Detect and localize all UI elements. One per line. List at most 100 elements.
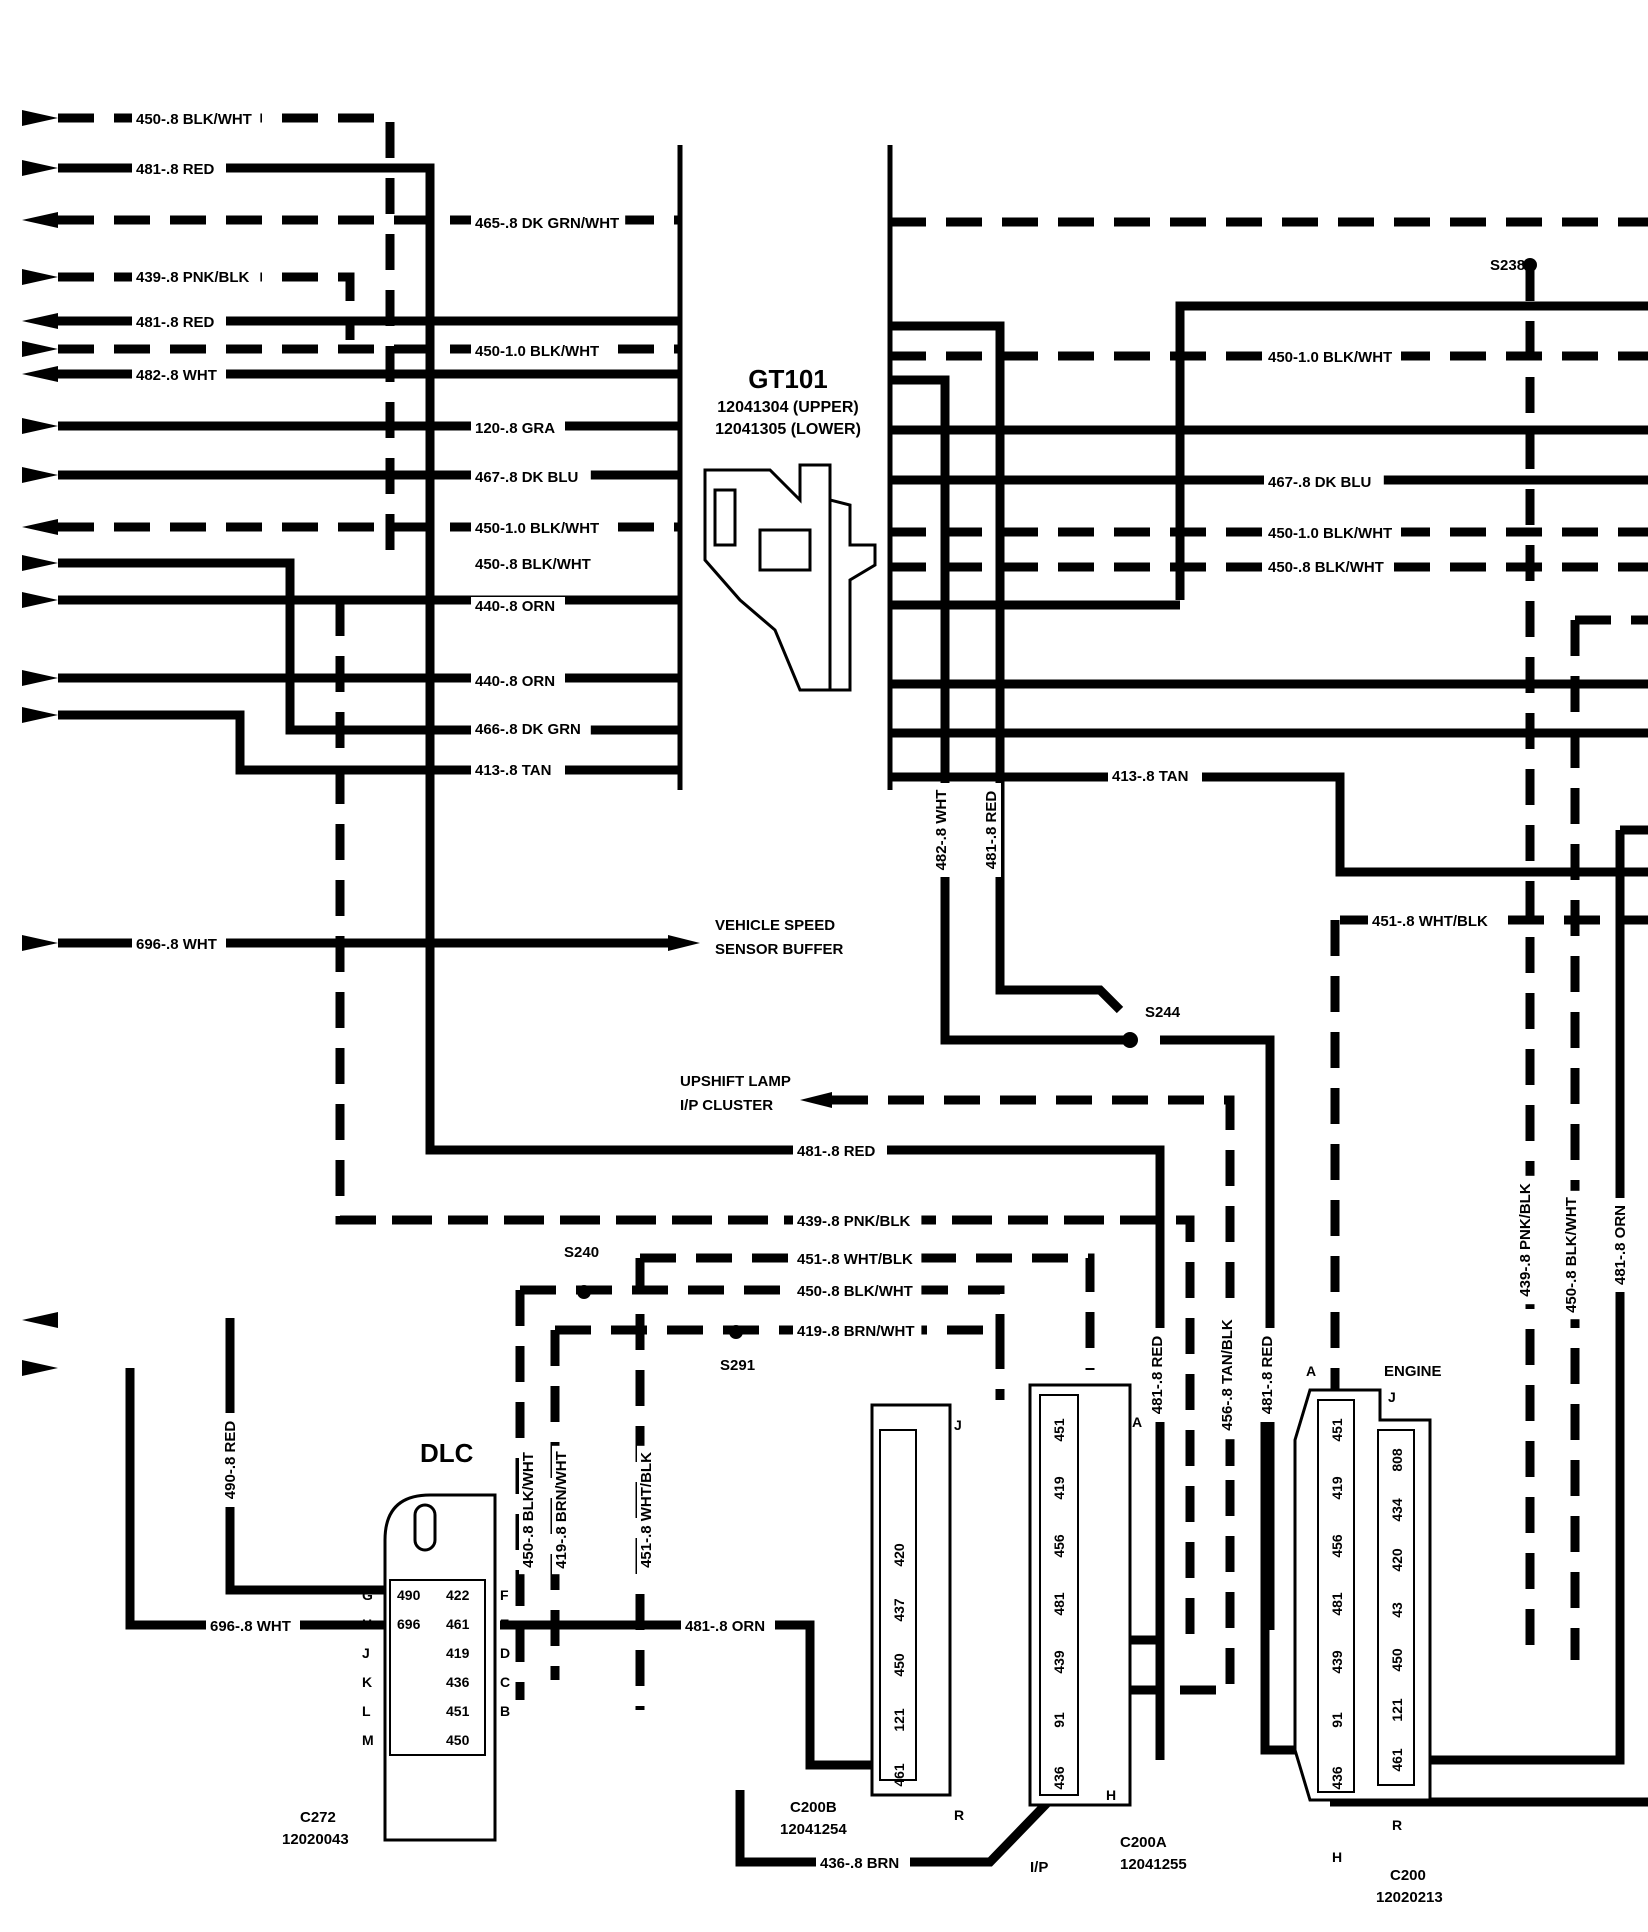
dlc-cavity: 451	[446, 1703, 470, 1719]
right-wire-label: 450-.8 BLK/WHT	[1264, 558, 1393, 577]
splice-label: S238	[1490, 257, 1525, 274]
svg-text:12020213: 12020213	[1376, 1889, 1443, 1906]
c200-right-cavity: 808	[1389, 1448, 1405, 1472]
svg-text:R: R	[1392, 1817, 1402, 1833]
left-wire-label: 481-.8 RED	[132, 313, 226, 332]
svg-text:J: J	[1388, 1389, 1396, 1405]
svg-text:696-.8 WHT: 696-.8 WHT	[210, 1618, 291, 1635]
c200a-top-letter: A	[1132, 1414, 1142, 1430]
svg-text:482-.8 WHT: 482-.8 WHT	[136, 367, 217, 384]
splice-dots	[577, 258, 1537, 1339]
svg-text:DLC: DLC	[420, 1438, 474, 1468]
c200b-cavity: 450	[891, 1653, 907, 1677]
svg-text:G: G	[362, 1587, 373, 1603]
svg-text:465-.8 DK GRN/WHT: 465-.8 DK GRN/WHT	[475, 215, 619, 232]
vertical-wire-label: 481-.8 RED	[1148, 1328, 1167, 1422]
svg-text:J: J	[954, 1417, 962, 1433]
gt101-lower: 12041305 (LOWER)	[715, 421, 861, 438]
svg-text:419-.8 BRN/WHT: 419-.8 BRN/WHT	[553, 1451, 570, 1569]
svg-text:413-.8 TAN: 413-.8 TAN	[475, 762, 551, 779]
vertical-wire-label: 490-.8 RED	[221, 1413, 240, 1507]
vss-buffer-1: VEHICLE SPEED	[715, 917, 835, 934]
c200-right-cavity: 450	[1389, 1648, 1405, 1672]
right-wire-label: 451-.8 WHT/BLK	[1368, 912, 1497, 931]
left-wire-label: 482-.8 WHT	[132, 366, 226, 385]
bottom-wire-label: 450-.8 BLK/WHT	[793, 1282, 922, 1301]
svg-text:451-.8 WHT/BLK: 451-.8 WHT/BLK	[797, 1251, 913, 1268]
svg-text:H: H	[362, 1616, 372, 1632]
svg-text:450-1.0 BLK/WHT: 450-1.0 BLK/WHT	[1268, 525, 1392, 542]
svg-text:451: 451	[446, 1703, 470, 1719]
vertical-wire-label: 481-.8 RED	[982, 783, 1001, 877]
right-wires	[890, 217, 1648, 1807]
svg-text:C: C	[500, 1674, 510, 1690]
gt101-name: GT101	[748, 364, 828, 394]
vertical-wire-label: 450-.8 BLK/WHT	[519, 1445, 538, 1575]
dlc-cavity: 450	[446, 1732, 470, 1748]
svg-text:B: B	[500, 1703, 510, 1719]
svg-text:466-.8 DK GRN: 466-.8 DK GRN	[475, 721, 581, 738]
bottom-wires	[125, 1092, 1320, 1867]
svg-text:450: 450	[1389, 1648, 1405, 1672]
c200a-part-no: 12041255	[1120, 1856, 1187, 1873]
svg-text:I/P: I/P	[1030, 1859, 1048, 1876]
vertical-wire-label: 481-.8 ORN	[1611, 1198, 1630, 1292]
svg-text:R: R	[954, 1807, 964, 1823]
bottom-wire-label: 436-.8 BRN	[816, 1854, 910, 1873]
c200b-cavity: 437	[891, 1598, 907, 1622]
svg-text:481-.8 RED: 481-.8 RED	[1259, 1336, 1276, 1415]
svg-text:450-.8 BLK/WHT: 450-.8 BLK/WHT	[1563, 1197, 1580, 1313]
vertical-wire-label: 481-.8 RED	[1258, 1328, 1277, 1422]
svg-text:439-.8 PNK/BLK: 439-.8 PNK/BLK	[797, 1213, 911, 1230]
svg-text:K: K	[362, 1674, 372, 1690]
svg-text:451-.8 WHT/BLK: 451-.8 WHT/BLK	[638, 1452, 655, 1568]
dlc-cavity: 696	[397, 1616, 421, 1632]
svg-text:481-.8 RED: 481-.8 RED	[797, 1143, 876, 1160]
dlc-row-right-letter: C	[500, 1674, 510, 1690]
svg-text:436: 436	[1329, 1766, 1345, 1790]
svg-text:120-.8 GRA: 120-.8 GRA	[475, 420, 555, 437]
dlc-row-right-letter: F	[500, 1587, 509, 1603]
vertical-wire-label: 482-.8 WHT	[932, 783, 951, 877]
left-wire-label: 696-.8 WHT	[132, 935, 226, 954]
c200a-cavity: 481	[1051, 1592, 1067, 1616]
svg-text:436-.8 BRN: 436-.8 BRN	[820, 1855, 899, 1872]
c200-right-cavity: 43	[1389, 1602, 1405, 1618]
svg-text:451-.8 WHT/BLK: 451-.8 WHT/BLK	[1372, 913, 1488, 930]
svg-text:439-.8 PNK/BLK: 439-.8 PNK/BLK	[136, 269, 250, 286]
svg-text:437: 437	[891, 1598, 907, 1622]
svg-text:43: 43	[1389, 1602, 1405, 1618]
c200-left-cavity: 456	[1329, 1534, 1345, 1558]
svg-text:H: H	[1332, 1849, 1342, 1865]
svg-text:439: 439	[1329, 1650, 1345, 1674]
c200b-connector	[870, 1403, 952, 1797]
upshift-1: UPSHIFT LAMP	[680, 1073, 791, 1090]
c200a-cavity: 451	[1051, 1418, 1067, 1442]
right-wire-label: 450-1.0 BLK/WHT	[1264, 348, 1401, 367]
trunk-wire-label: 413-.8 TAN	[471, 761, 565, 780]
svg-text:436: 436	[446, 1674, 470, 1690]
c200a-cavity: 436	[1051, 1766, 1067, 1790]
svg-text:91: 91	[1051, 1712, 1067, 1728]
svg-text:419-.8 BRN/WHT: 419-.8 BRN/WHT	[797, 1323, 915, 1340]
trunk-wire-label: 450-1.0 BLK/WHT	[471, 519, 608, 538]
svg-text:A: A	[1132, 1414, 1142, 1430]
svg-text:12041255: 12041255	[1120, 1856, 1187, 1873]
svg-text:450-1.0 BLK/WHT: 450-1.0 BLK/WHT	[475, 343, 599, 360]
c200-right-cavity: 434	[1389, 1498, 1405, 1522]
c200-part: C200	[1390, 1867, 1426, 1884]
c200-part-no: 12020213	[1376, 1889, 1443, 1906]
svg-text:UPSHIFT LAMP: UPSHIFT LAMP	[680, 1073, 791, 1090]
svg-text:440-.8 ORN: 440-.8 ORN	[475, 673, 555, 690]
svg-text:436: 436	[1051, 1766, 1067, 1790]
svg-text:12041305 (LOWER): 12041305 (LOWER)	[715, 421, 861, 438]
svg-text:413-.8 TAN: 413-.8 TAN	[1112, 768, 1188, 785]
svg-text:S291: S291	[720, 1357, 755, 1374]
svg-text:12041304 (UPPER): 12041304 (UPPER)	[717, 399, 858, 416]
svg-text:S238: S238	[1490, 257, 1525, 274]
svg-text:461: 461	[446, 1616, 470, 1632]
c200-heading: ENGINE	[1384, 1363, 1442, 1380]
svg-text:696-.8 WHT: 696-.8 WHT	[136, 936, 217, 953]
c200-left-cavity: 436	[1329, 1766, 1345, 1790]
svg-text:F: F	[500, 1587, 509, 1603]
